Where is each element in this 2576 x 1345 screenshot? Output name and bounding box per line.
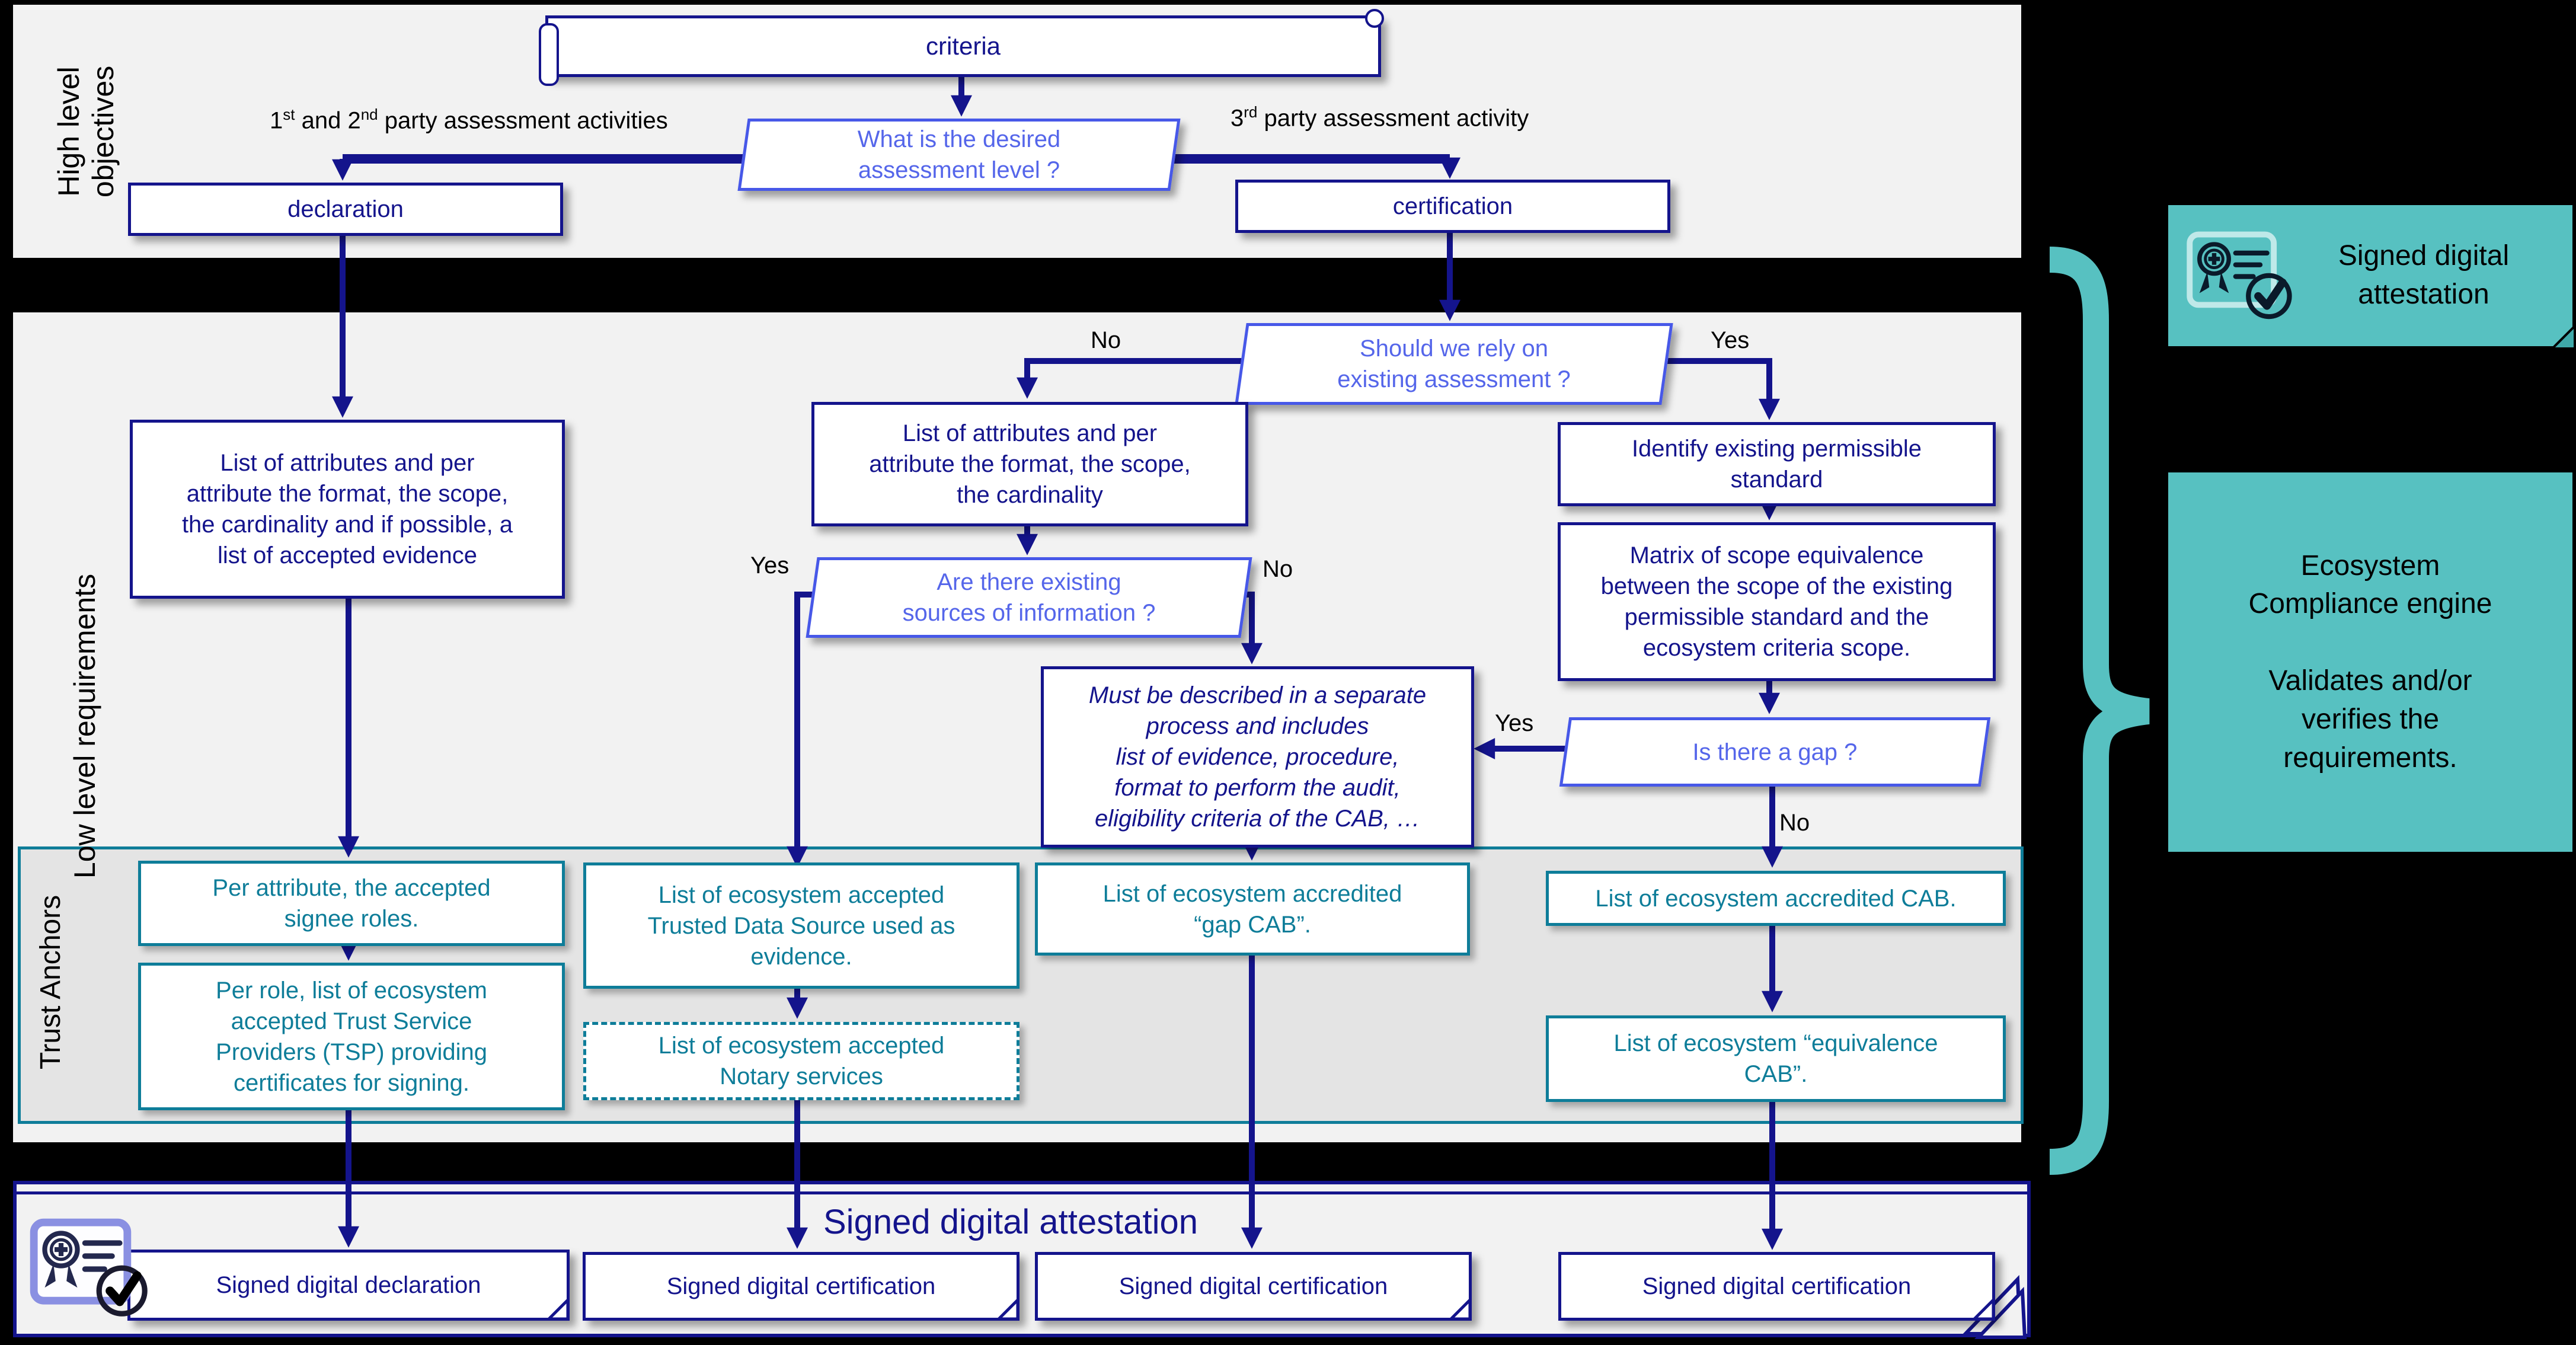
matrix-equivalence-box: Matrix of scope equivalence between the … (1558, 522, 1996, 681)
scroll-top-curl (1365, 9, 1384, 28)
signed-certification-text-2: Signed digital certification (1118, 1273, 1388, 1299)
signed-certification-note-1: Signed digital certification (583, 1252, 1019, 1321)
branch-left-n1: 1 (270, 107, 283, 134)
gap-no-label: No (1779, 810, 1810, 836)
attrs-full-box: List of attributes and per attribute the… (130, 420, 565, 599)
branch-right-n1: 3 (1231, 105, 1244, 132)
question-gap: Is there a gap ? (1559, 717, 1991, 787)
question-assessment-level-text: What is the desired assessment level ? (857, 126, 1061, 183)
signed-declaration-text: Signed digital declaration (216, 1272, 481, 1298)
question-rely-text: Should we rely on existing assessment ? (1337, 336, 1571, 392)
rely-no-label: No (1091, 327, 1121, 353)
equivalence-cab-box: List of ecosystem “equivalence CAB”. (1546, 1015, 2006, 1102)
ecosystem-compliance-engine-card: Ecosystem Compliance engine Validates an… (2168, 472, 2572, 852)
attestation-band-title: Signed digital attestation (823, 1203, 1198, 1241)
side-attestation-card: Signed digital attestation (2168, 205, 2576, 350)
arrow-rely-no (1017, 358, 1247, 399)
certificate-badge-icon (30, 1218, 148, 1317)
note-fold (1973, 1298, 1995, 1321)
band-page-edge (17, 1191, 2027, 1194)
signed-certification-text-1: Signed digital certification (666, 1273, 936, 1299)
label-trust-anchors: Trust Anchors (35, 894, 66, 1070)
panel-fold (2550, 324, 2576, 350)
branch-left-mid: and 2 (295, 107, 361, 134)
declaration-box: declaration (128, 183, 563, 236)
branch-left-s1: st (283, 106, 295, 123)
branch-right-label: 3rd party assessment activity (1231, 103, 1529, 132)
note-fold (1449, 1298, 1472, 1321)
accredited-cab-box: List of ecosystem accredited CAB. (1546, 871, 2006, 926)
branch-right-rest: party assessment activity (1257, 105, 1529, 132)
gap-cab-box: List of ecosystem accredited “gap CAB”. (1035, 862, 1470, 956)
label-high-level-objectives: High level objectives (52, 65, 120, 198)
question-rely-existing: Should we rely on existing assessment ? (1235, 323, 1673, 405)
separate-process-box: Must be described in a separate process … (1041, 666, 1474, 848)
note-fold (547, 1298, 570, 1321)
criteria-scroll: criteria (539, 9, 1384, 86)
rely-yes-label: Yes (1711, 327, 1750, 353)
branch-left-rest: party assessment activities (378, 107, 668, 134)
gap-yes-label: Yes (1495, 710, 1534, 736)
question-assessment-level: What is the desired assessment level ? (737, 119, 1181, 191)
signed-certification-note-2: Signed digital certification (1035, 1252, 1472, 1321)
signed-declaration-note: Signed digital declaration (127, 1250, 570, 1321)
scroll-left-roll (539, 23, 559, 86)
question-gap-text: Is there a gap ? (1692, 739, 1858, 765)
question-existing-sources: Are there existing sources of informatio… (806, 557, 1252, 638)
question-sources-text: Are there existing sources of informatio… (902, 569, 1156, 626)
signee-roles-box: Per attribute, the accepted signee roles… (138, 861, 565, 946)
sources-yes-label: Yes (750, 552, 790, 579)
certificate-badge-icon (2187, 231, 2292, 320)
branch-left-s2: nd (360, 106, 378, 123)
note-fold (997, 1298, 1019, 1321)
identify-standard-box: Identify existing permissible standard (1558, 422, 1996, 506)
arrow-rely-yes (1656, 358, 1780, 420)
ecosystem-brace (2049, 247, 2150, 1175)
certification-box: certification (1235, 180, 1670, 233)
trusted-data-source-box: List of ecosystem accepted Trusted Data … (583, 862, 1019, 989)
side-attestation-text: Signed digital attestation (2338, 240, 2510, 310)
label-low-level-requirements: Low level requirements (68, 573, 101, 879)
branch-left-label: 1st and 2nd party assessment activities (270, 106, 668, 134)
sources-no-label: No (1263, 556, 1293, 582)
branch-right-s1: rd (1244, 103, 1258, 121)
signed-certification-text-3: Signed digital certification (1642, 1273, 1912, 1299)
notary-services-box: List of ecosystem accepted Notary servic… (583, 1022, 1019, 1100)
criteria-label: criteria (925, 31, 1001, 60)
signed-certification-note-3: Signed digital certification (1558, 1252, 1995, 1321)
attrs-short-box: List of attributes and per attribute the… (811, 402, 1248, 526)
tsp-box: Per role, list of ecosystem accepted Tru… (138, 963, 565, 1110)
